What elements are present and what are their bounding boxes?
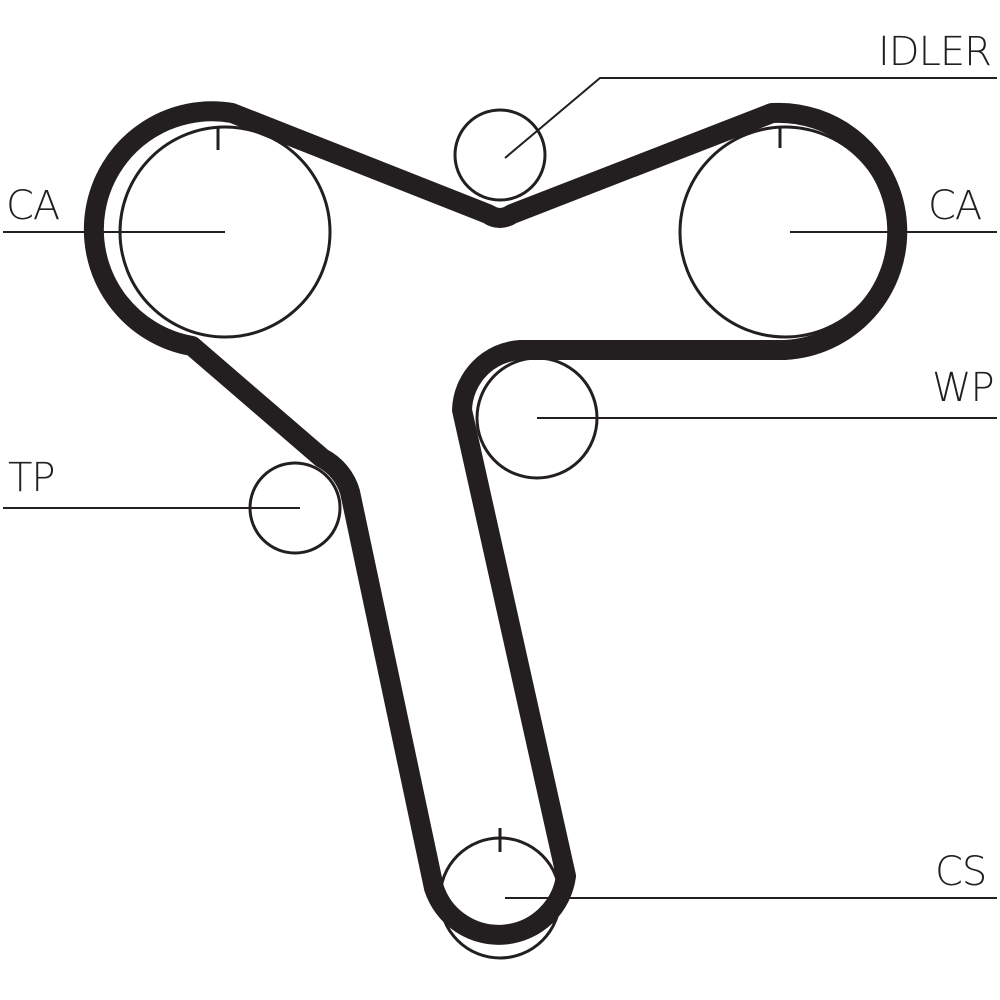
label-ca-right: CA [928, 183, 982, 229]
label-idler: IDLER [878, 29, 992, 75]
leader-idler [504, 77, 997, 159]
idler-pulley [453, 108, 547, 202]
label-cs: CS [935, 849, 987, 895]
timing-belt [83, 101, 908, 945]
label-ca-left: CA [6, 183, 60, 229]
label-wp: WP [932, 365, 995, 411]
label-tp: TP [8, 455, 56, 501]
